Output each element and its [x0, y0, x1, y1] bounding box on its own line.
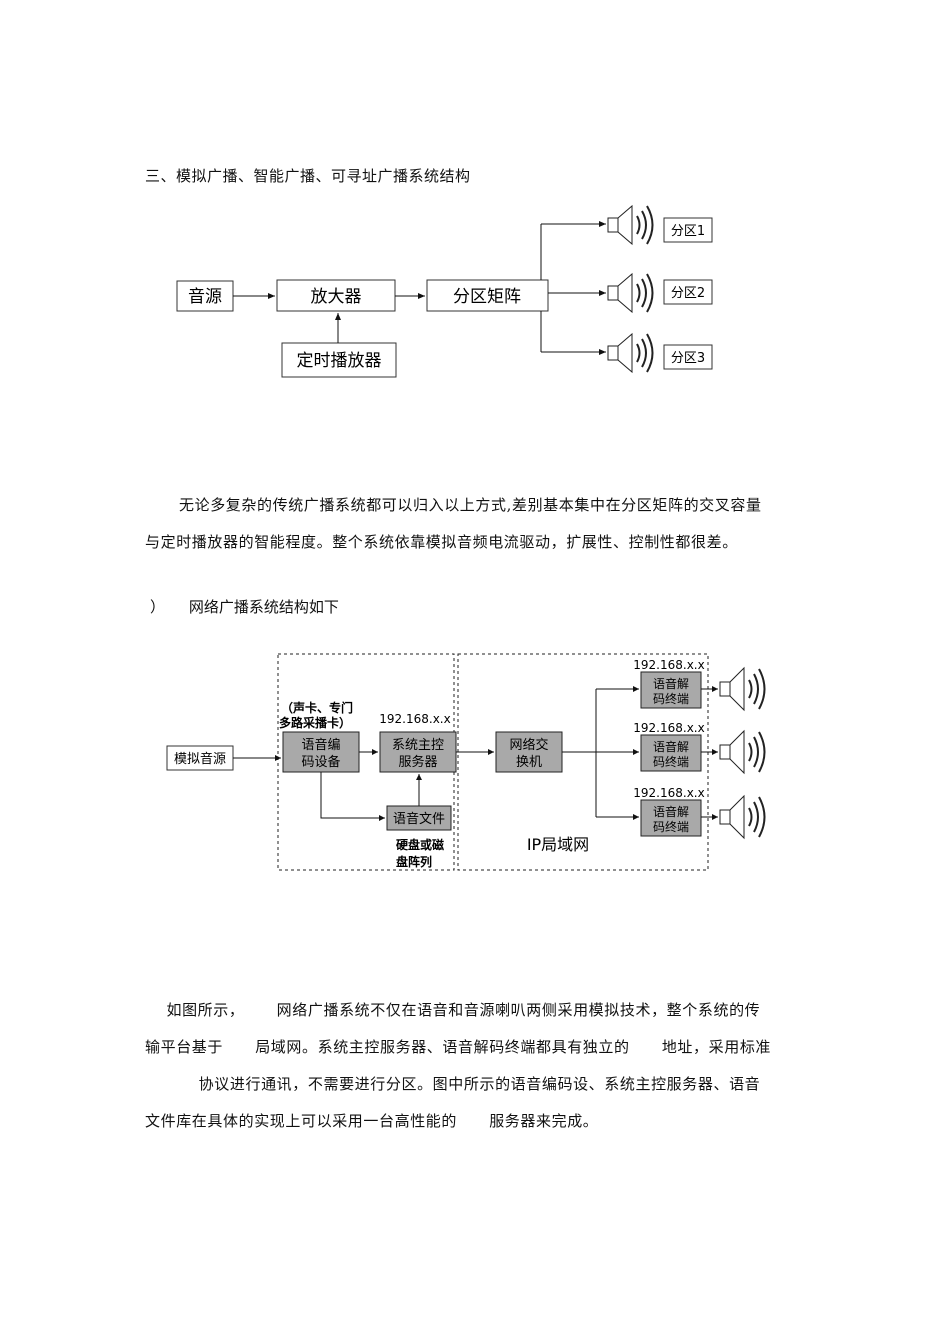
- svg-text:定时播放器: 定时播放器: [297, 351, 382, 371]
- section-heading: 三、模拟广播、智能广播、可寻址广播系统结构: [145, 167, 471, 185]
- svg-text:码终端: 码终端: [653, 754, 689, 769]
- svg-text:分区2: 分区2: [671, 286, 705, 301]
- paragraph-network-system: 如图所示， 网络广播系统不仅在语音和音源喇叭两侧采用模拟技术，整个系统的传 输平…: [145, 992, 825, 1140]
- disk-note: 盘阵列: [396, 854, 432, 869]
- speaker-icon: [719, 666, 766, 712]
- decoder-terminal-box: 语音解 码终端: [640, 671, 702, 709]
- zone-label: 分区2: [663, 279, 713, 305]
- amplifier-box: 放大器: [276, 279, 396, 312]
- soundcard-note: 多路采播卡）: [279, 715, 351, 730]
- svg-text:码设备: 码设备: [301, 754, 340, 770]
- svg-text:语音解: 语音解: [653, 676, 689, 691]
- terminal-ip: 192.168.x.x: [633, 721, 704, 735]
- speaker-icon: [719, 729, 766, 775]
- text-line: 无论多复杂的传统广播系统都可以归入以上方式,差别基本集中在分区矩阵的交叉容量: [179, 496, 762, 514]
- svg-text:分区矩阵: 分区矩阵: [453, 287, 521, 307]
- svg-text:分区3: 分区3: [671, 351, 705, 366]
- encoder-box: 语音编 码设备: [282, 731, 360, 773]
- paragraph-traditional-system: 无论多复杂的传统广播系统都可以归入以上方式,差别基本集中在分区矩阵的交叉容量 与…: [145, 487, 810, 561]
- decoder-terminal-box: 语音解 码终端: [640, 799, 702, 837]
- speaker-icon: [719, 794, 766, 840]
- zone-matrix-box: 分区矩阵: [426, 279, 549, 312]
- speaker-icon: [607, 272, 654, 314]
- source-box: 音源: [176, 280, 234, 312]
- server-box: 系统主控 服务器: [379, 731, 457, 773]
- lan-zone-border: [457, 653, 709, 871]
- svg-text:语音文件: 语音文件: [393, 811, 445, 827]
- analog-source-box: 模拟音源: [166, 745, 234, 771]
- disk-note: 硬盘或磁: [396, 837, 444, 852]
- voice-file-box: 语音文件: [386, 805, 452, 831]
- switch-box: 网络交 换机: [495, 731, 563, 773]
- zone-label: 分区1: [663, 217, 713, 243]
- svg-text:分区1: 分区1: [671, 224, 705, 239]
- svg-text:网络交: 网络交: [509, 737, 548, 753]
- svg-text:音源: 音源: [188, 287, 222, 307]
- svg-text:换机: 换机: [516, 755, 542, 770]
- analog-broadcast-diagram: 音源 放大器 分区矩阵 定时播放器: [176, 204, 713, 378]
- zone-label: 分区3: [663, 344, 713, 370]
- text-line: 如图所示， 网络广播系统不仅在语音和音源喇叭两侧采用模拟技术，整个系统的传: [145, 1001, 761, 1019]
- text-line: 与定时播放器的智能程度。整个系统依靠模拟音频电流驱动，扩展性、控制性都很差。: [145, 533, 738, 551]
- svg-text:语音解: 语音解: [653, 804, 689, 819]
- svg-text:系统主控: 系统主控: [392, 738, 444, 753]
- text-line: 文件库在具体的实现上可以采用一台高性能的 服务器来完成。: [145, 1112, 599, 1130]
- speaker-icon: [607, 332, 654, 374]
- terminal-ip: 192.168.x.x: [633, 658, 704, 672]
- decoder-terminal-box: 语音解 码终端: [640, 734, 702, 772]
- terminal-ip: 192.168.x.x: [633, 786, 704, 800]
- svg-text:模拟音源: 模拟音源: [174, 751, 226, 767]
- svg-text:语音编: 语音编: [301, 737, 340, 753]
- speaker-icon: [607, 204, 654, 246]
- svg-text:语音解: 语音解: [653, 739, 689, 754]
- svg-text:服务器: 服务器: [398, 754, 437, 770]
- svg-text:码终端: 码终端: [653, 691, 689, 706]
- svg-text:码终端: 码终端: [653, 819, 689, 834]
- subheading-network: ） 网络广播系统结构如下: [150, 598, 339, 616]
- soundcard-note: （声卡、专门: [281, 700, 353, 715]
- timer-player-box: 定时播放器: [281, 342, 397, 378]
- network-broadcast-diagram: 模拟音源 （声卡、专门 多路采播卡） 语音编 码设备 192.168.x.x 系…: [166, 653, 766, 871]
- server-ip: 192.168.x.x: [379, 712, 450, 726]
- svg-text:放大器: 放大器: [311, 287, 362, 307]
- text-line: 输平台基于 局域网。系统主控服务器、语音解码终端都具有独立的 地址，采用标准: [145, 1038, 772, 1056]
- lan-label: IP局域网: [527, 835, 589, 854]
- text-line: 协议进行通讯，不需要进行分区。图中所示的语音编码设、系统主控服务器、语音: [145, 1075, 761, 1093]
